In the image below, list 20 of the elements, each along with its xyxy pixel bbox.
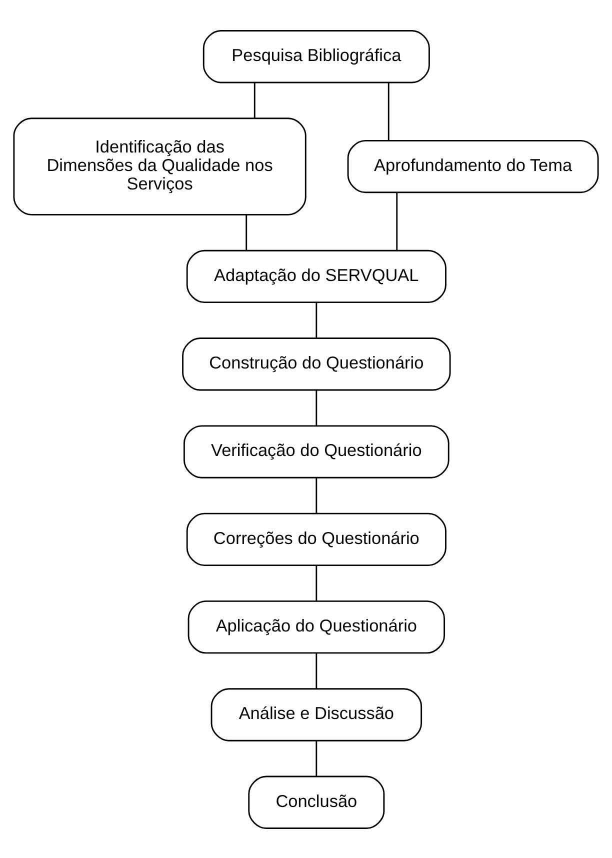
- connector: [316, 390, 318, 425]
- connector: [316, 478, 318, 513]
- node-box: Construção do Questionário: [182, 337, 451, 390]
- connector: [316, 565, 318, 600]
- node-box: Pesquisa Bibliográfica: [202, 30, 430, 83]
- node-box: Adaptação do SERVQUAL: [186, 249, 446, 303]
- node-box: Identificação das Dimensões da Qualidade nos Serviços: [13, 117, 306, 215]
- node-box: Conclusão: [248, 775, 385, 828]
- node-box: Verificação do Questionário: [184, 424, 450, 478]
- connector: [246, 214, 248, 250]
- connector: [316, 740, 318, 776]
- connector: [316, 652, 318, 688]
- node-box: Análise e Discussão: [210, 688, 422, 741]
- node-box: Aprofundamento do Tema: [347, 139, 599, 193]
- node-box: Aplicação do Questionário: [188, 600, 446, 654]
- connector: [254, 82, 256, 118]
- connector: [396, 192, 398, 250]
- node-box: Correções do Questionário: [186, 512, 446, 566]
- connector: [388, 82, 390, 140]
- connector: [316, 302, 318, 338]
